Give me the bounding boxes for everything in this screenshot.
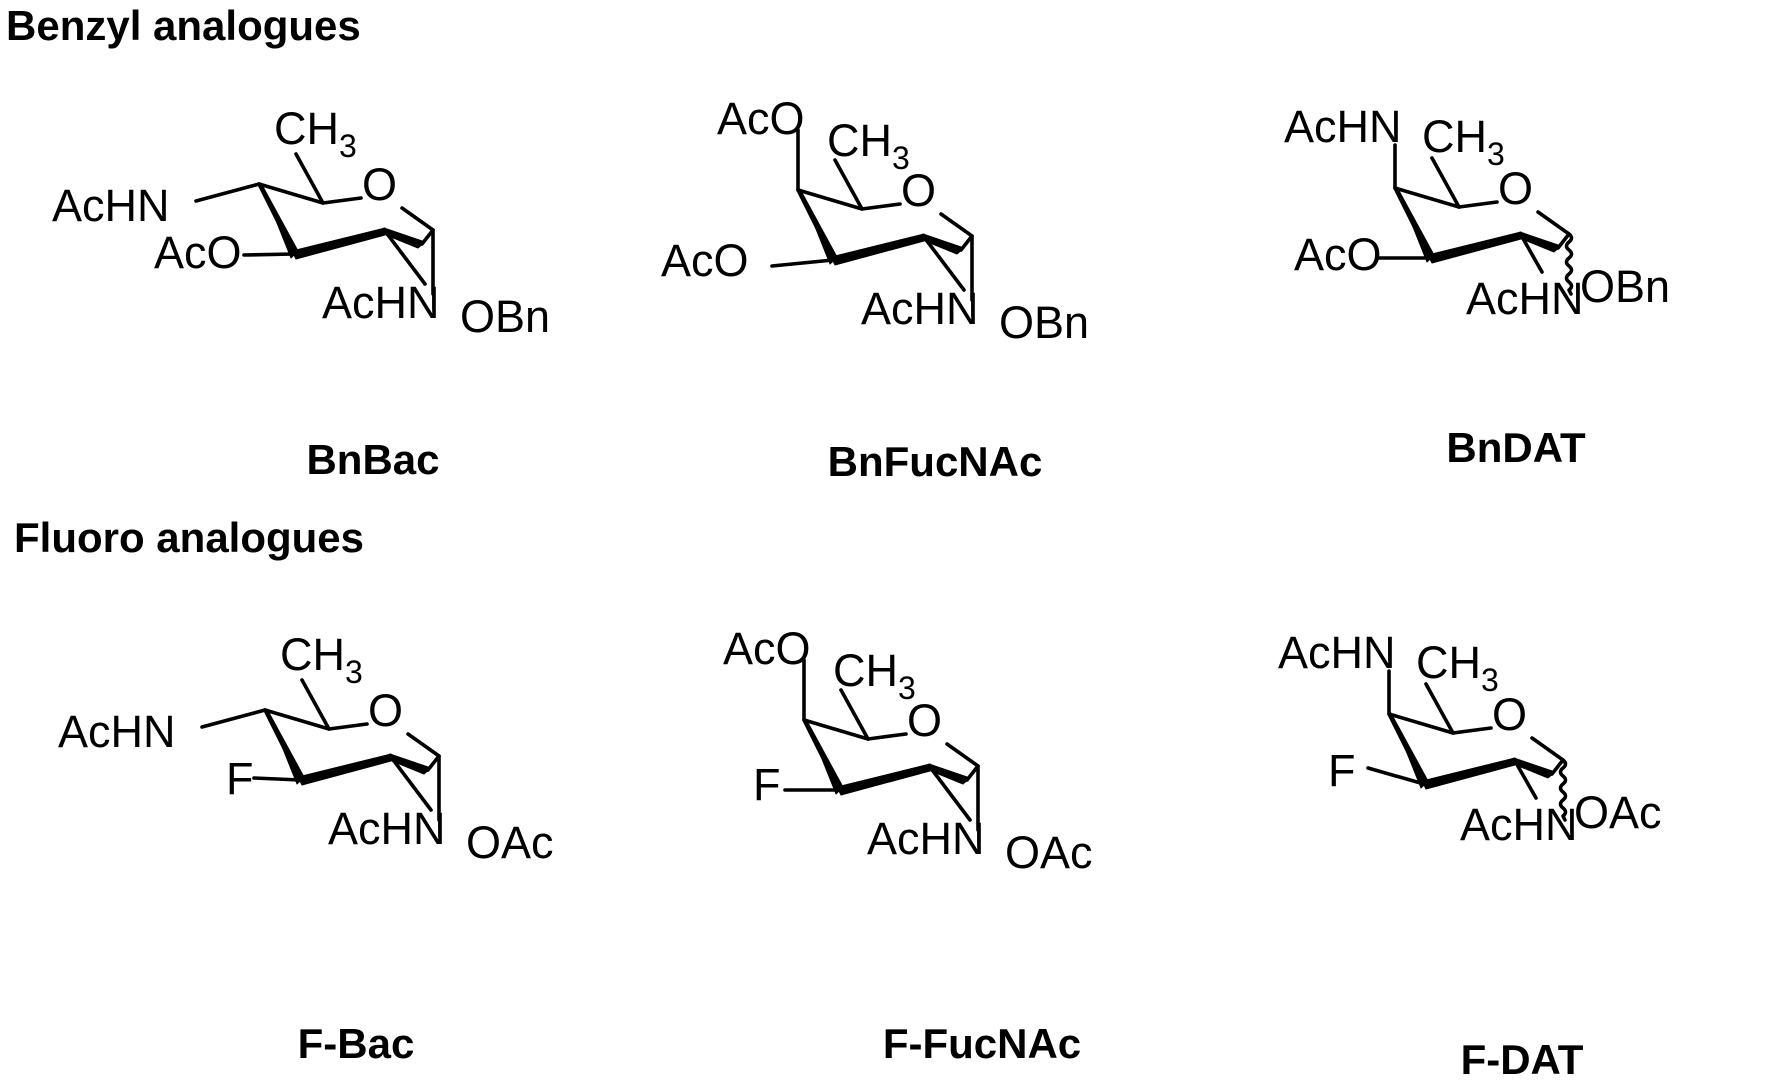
c3-substituent: AcO [1294,229,1382,280]
ring-oxygen: O [362,159,397,210]
c4-substituent: AcO [723,623,811,674]
c3-substituent: F [753,759,781,810]
structure-bndat: O CH3 AcHN AcO AcHN OBn [1284,101,1670,324]
c3-substituent: AcO [154,227,242,278]
c4-substituent: AcHN [1284,101,1402,152]
compound-name-bnfucnac: BnFucNAc [828,438,1043,485]
fluoro-analogues-heading: Fluoro analogues [14,514,364,561]
c3-substituent: F [226,753,254,804]
c4-substituent: AcO [717,93,805,144]
ring-oxygen: O [1498,163,1533,214]
c3-substituent: AcO [661,235,749,286]
compound-name-f-fucnac: F-FucNAc [883,1020,1081,1067]
methyl-group: CH3 [1416,637,1499,698]
compound-name-f-bac: F-Bac [298,1020,415,1067]
methyl-group: CH3 [827,115,910,176]
compound-name-bndat: BnDAT [1446,424,1586,471]
anomeric-substituent: OBn [1580,261,1670,312]
ring-oxygen: O [907,695,942,746]
ring-oxygen: O [901,165,936,216]
structure-bnfucnac: O CH3 AcO AcO AcHN OBn [661,93,1089,348]
anomeric-substituent: OBn [460,291,550,342]
c2-substituent: AcHN [861,283,979,334]
compound-name-bnbac: BnBac [306,436,439,483]
c4-substituent: AcHN [58,706,176,757]
structure-f-fucnac: O CH3 AcO F AcHN OAc [723,623,1093,878]
ring-oxygen: O [1492,689,1527,740]
anomeric-substituent: OAc [466,817,554,868]
structure-bnbac: O CH3 AcHN AcO AcHN OBn [52,103,550,342]
c2-substituent: AcHN [322,277,440,328]
ring-oxygen: O [368,685,403,736]
anomeric-substituent: OAc [1005,827,1093,878]
c2-substituent: AcHN [1466,273,1584,324]
c3-substituent: F [1328,745,1356,796]
methyl-group: CH3 [833,645,916,706]
anomeric-substituent: OAc [1574,787,1662,838]
c4-substituent: AcHN [52,180,170,231]
benzyl-analogues-heading: Benzyl analogues [6,2,361,49]
c4-substituent: AcHN [1278,627,1396,678]
anomeric-substituent: OBn [999,297,1089,348]
structure-f-dat: O CH3 AcHN F AcHN OAc [1278,627,1662,850]
c2-substituent: AcHN [328,803,446,854]
methyl-group: CH3 [1422,111,1505,172]
structure-f-bac: O CH3 AcHN F AcHN OAc [58,629,554,868]
c2-substituent: AcHN [1460,799,1578,850]
methyl-group: CH3 [274,103,357,164]
compound-name-f-dat: F-DAT [1461,1036,1584,1083]
methyl-group: CH3 [280,629,363,690]
c2-substituent: AcHN [867,813,985,864]
